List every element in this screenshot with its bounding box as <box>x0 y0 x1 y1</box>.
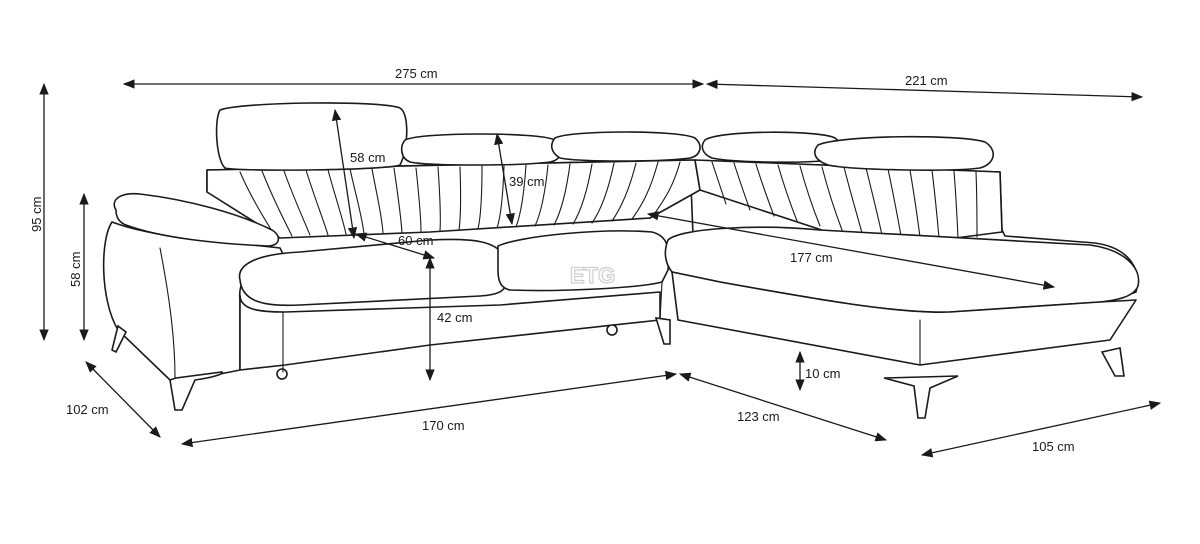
headrest-left <box>215 102 408 171</box>
label-seat-depth: 60 cm <box>398 233 433 248</box>
dim-line-123 <box>678 372 888 442</box>
label-depth: 102 cm <box>66 402 109 417</box>
label-total-width: 275 cm <box>395 66 438 81</box>
dim-line-177 <box>646 211 1056 290</box>
dim-line-39 <box>494 132 515 226</box>
seat-base <box>239 291 661 371</box>
headrest-right-2 <box>814 135 994 171</box>
label-seat-height: 42 cm <box>437 310 472 325</box>
label-armrest-height: 58 cm <box>68 252 83 287</box>
dim-line-221 <box>705 79 1144 102</box>
label-headrest-height: 58 cm <box>350 150 385 165</box>
headrest-mid-1 <box>400 133 562 166</box>
label-chaise-width: 221 cm <box>905 73 948 88</box>
sofa-body: ETG <box>102 102 1140 419</box>
dim-line-105 <box>920 400 1162 458</box>
dim-line-170 <box>180 370 678 448</box>
label-backrest-height: 39 cm <box>509 174 544 189</box>
label-chaise-length: 177 cm <box>790 250 833 265</box>
left-armrest-top <box>113 192 280 247</box>
label-corner-length: 123 cm <box>737 409 780 424</box>
headrest-mid-2 <box>550 131 701 162</box>
label-front-length: 170 cm <box>422 418 465 433</box>
label-chaise-depth: 105 cm <box>1032 439 1075 454</box>
label-leg-clearance: 10 cm <box>805 366 840 381</box>
label-total-height: 95 cm <box>29 197 44 232</box>
dim-line-102 <box>85 361 161 438</box>
dimension-lines <box>39 79 1162 458</box>
watermark-logo: ETG <box>570 263 615 288</box>
backrest-left <box>206 159 701 239</box>
dim-line-60 <box>354 232 436 260</box>
dimension-labels: 275 cm 221 cm 95 cm 58 cm 102 cm 170 cm … <box>29 66 1075 454</box>
dim-line-58-head <box>331 108 358 240</box>
